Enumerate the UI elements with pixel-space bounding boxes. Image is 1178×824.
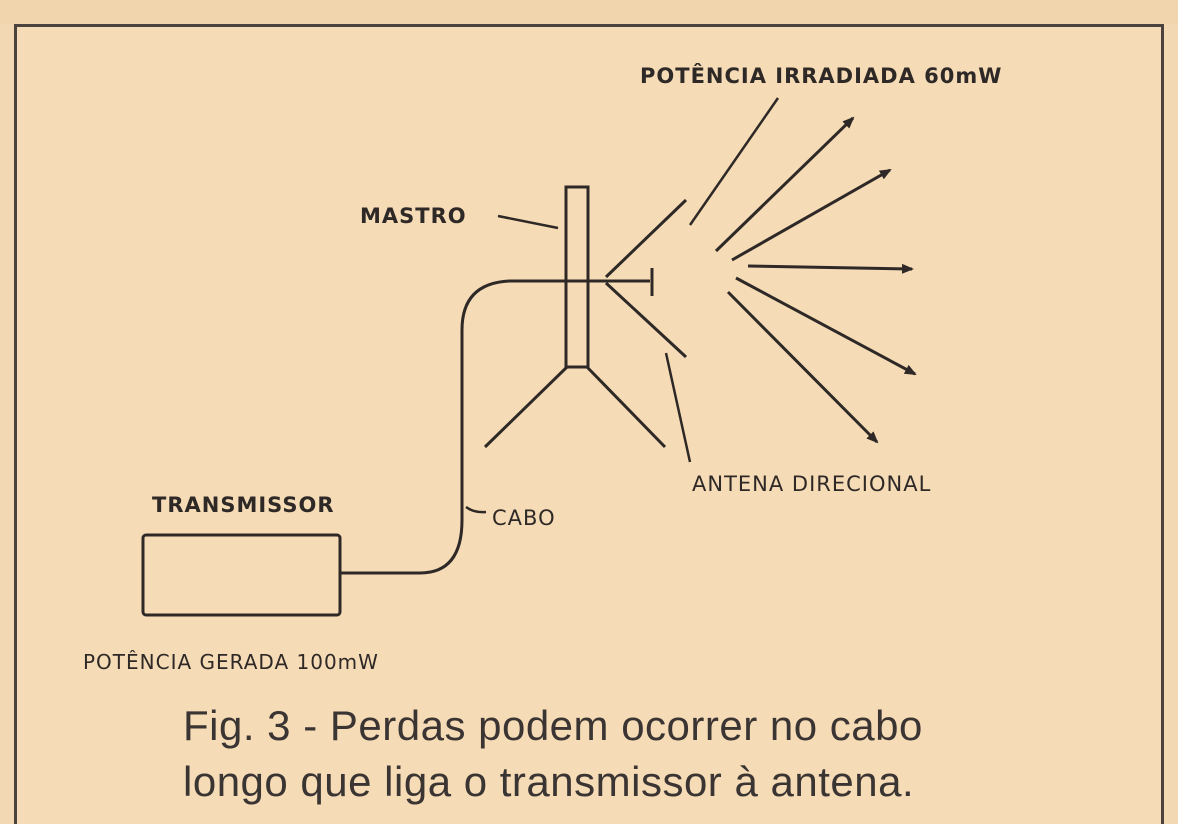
mast <box>564 185 590 369</box>
generated-power-label: POTÊNCIA GERADA 100mW <box>83 650 379 674</box>
radiated-power-label: POTÊNCIA IRRADIADA 60mW <box>640 64 1003 88</box>
antenna-element-upper <box>604 198 688 279</box>
cable-line <box>340 279 650 575</box>
tripod-leg-left <box>483 365 569 449</box>
antenna-element-lower <box>604 281 688 359</box>
caption-line-2: longo que liga o transmissor à antena. <box>183 758 915 805</box>
directional-antenna-label: ANTENA DIRECIONAL <box>692 472 932 496</box>
transmitter-label: TRANSMISSOR <box>152 493 335 517</box>
radiation-arrow-4 <box>735 276 917 376</box>
radiated-power-leader-line <box>688 97 780 226</box>
cable-leader-line <box>465 505 487 514</box>
cable-label: CABO <box>492 506 556 530</box>
radiation-arrow-5 <box>726 290 879 444</box>
tripod-leg-right <box>585 365 667 449</box>
radiation-arrow-2 <box>731 168 892 262</box>
mast-leader-line <box>497 214 559 230</box>
figure-caption: Fig. 3 - Perdas podem ocorrer no cabo lo… <box>183 698 923 810</box>
radiation-arrow-1 <box>714 116 855 253</box>
directional-antenna-leader-line <box>664 352 692 463</box>
mast-label: MASTRO <box>360 204 467 228</box>
page-top-margin <box>0 0 1178 24</box>
figure-frame <box>14 24 1164 824</box>
radiation-arrow-3 <box>747 263 914 274</box>
caption-line-1: Fig. 3 - Perdas podem ocorrer no cabo <box>183 702 923 749</box>
transmitter-box <box>141 533 342 617</box>
